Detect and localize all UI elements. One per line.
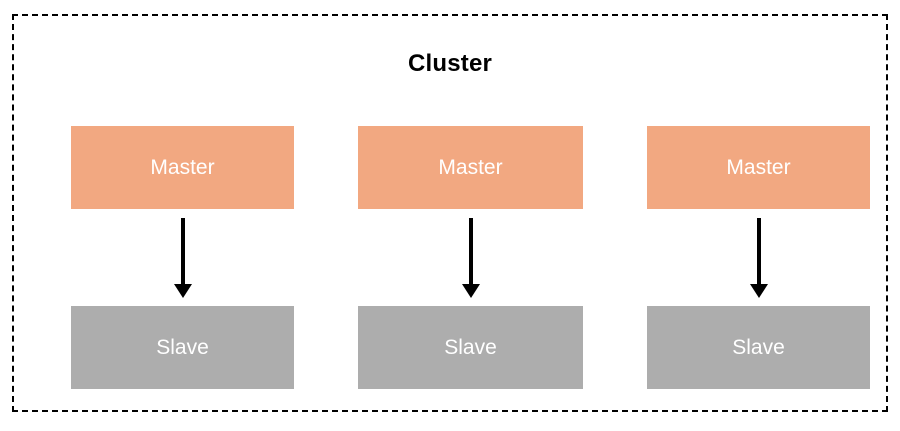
arrow-shaft [756,218,761,284]
diagram-title: Cluster [407,50,493,77]
arrow-down-icon [173,218,192,298]
cluster-boundary: Cluster Master Slave Master Slave Master [12,14,888,412]
master-node: Master [71,126,294,209]
master-slave-pair-2: Master Slave [358,126,583,389]
arrow-head [461,284,480,298]
arrow-shaft [468,218,473,284]
master-node: Master [647,126,870,209]
arrow-head [749,284,768,298]
arrow-down-icon [461,218,480,298]
arrow-down-icon [749,218,768,298]
arrow-head [173,284,192,298]
slave-node: Slave [647,306,870,389]
master-slave-pair-1: Master Slave [71,126,294,389]
slave-node: Slave [358,306,583,389]
master-node: Master [358,126,583,209]
arrow-shaft [180,218,185,284]
master-slave-pair-3: Master Slave [647,126,870,389]
slave-node: Slave [71,306,294,389]
